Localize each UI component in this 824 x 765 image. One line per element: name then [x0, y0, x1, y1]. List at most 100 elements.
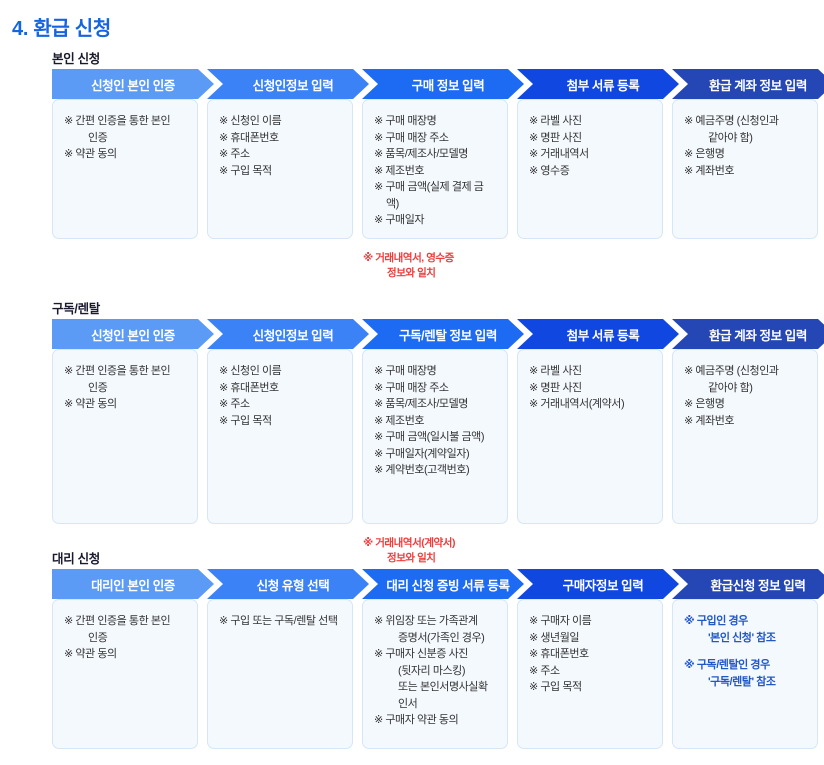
step-detail-item-text: ※ 간편 인증을 통한 본인	[64, 365, 171, 377]
step-detail-item-text: ※ 약관 동의	[64, 148, 117, 160]
step-detail-list: ※ 구매 매장명※ 구매 매장 주소※ 품목/제조사/모델명※ 제조번호※ 구매…	[374, 113, 496, 229]
step-detail-item: ※ 거래내역서	[529, 146, 651, 163]
step-detail-item-text: ※ 구매자 이름	[529, 615, 592, 627]
step-detail-item-text: ※ 주소	[219, 148, 250, 160]
step-detail-item: ※ 신청인 이름	[219, 113, 341, 130]
step-chevron-1[interactable]: 대리인 본인 인증	[52, 569, 214, 599]
step-detail-list: ※ 구매자 이름 ※ 생년월일※ 휴대폰번호 ※ 주소 ※ 구입 목적	[529, 613, 651, 696]
step-detail-item: ※ 주소	[529, 663, 651, 680]
step-chevron-4[interactable]: 구매자정보 입력	[517, 569, 679, 599]
step-detail-item-text: ※ 휴대폰번호	[219, 381, 279, 394]
step-chevron-label: 환급 계좌 정보 입력	[708, 78, 808, 93]
step-detail-item: ※ 구입 목적	[529, 679, 651, 696]
step-detail-item-subtext: 인증	[88, 131, 108, 144]
step-detail-item-text: ※ 라벨 사진	[529, 115, 582, 127]
step-detail-item: ※ 구매 금액(일시불 금액)	[374, 429, 496, 446]
step-chevron-3[interactable]: 구매 정보 입력	[362, 69, 524, 99]
step-detail-item-text: ※ 주소	[219, 398, 250, 410]
step-chevron-label: 신청인정보 입력	[252, 78, 334, 93]
step-detail-item: ※ 구매자 신분증 사진(뒷자리 마스킹) 또는 본인서명사실확인서	[374, 646, 496, 712]
step-detail-item-subtext: '구독/렌탈' 참조	[708, 675, 776, 688]
step-warning-note-subtext: 정보와 일치	[387, 267, 436, 279]
step-chevron-label: 대리인 본인 인증	[91, 578, 175, 593]
page-title: 4. 환급 신청	[12, 18, 111, 40]
step-chevron-1[interactable]: 신청인 본인 인증	[52, 69, 214, 99]
step-detail-item-text: ※ 신청인 이름	[219, 115, 282, 127]
step-detail-item-text: ※ 구입 또는 구독/렌탈 선택	[219, 615, 338, 627]
step-detail-item: ※ 거래내역서(계약서)	[529, 396, 651, 413]
step-detail-item: ※ 구입 목적	[219, 163, 341, 180]
step-chevron-5[interactable]: 환급 계좌 정보 입력	[672, 69, 824, 99]
step-detail-item: ※ 주소	[219, 146, 341, 163]
step-detail-item: ※ 영수증	[529, 163, 651, 180]
step-detail-item: ※ 구매 금액(실제 결제 금액)	[374, 179, 496, 212]
step-chevron-2[interactable]: 신청 유형 선택	[207, 569, 369, 599]
step-detail-item: ※ 라벨 사진	[529, 363, 651, 380]
step-detail-item: ※ 구입 목적	[219, 413, 341, 430]
step-detail-item: ※ 계좌번호	[684, 413, 806, 430]
step-detail-item-subtext: 같아야 함)	[708, 131, 753, 144]
step-chevron-2[interactable]: 신청인정보 입력	[207, 319, 369, 349]
step-chevron-row: 신청인 본인 인증 신청인정보 입력 구매 정보 입력 첨부 서류 등록 환급 계좌 정…	[52, 69, 818, 99]
step-detail-item: ※ 신청인 이름	[219, 363, 341, 380]
step-chevron-1[interactable]: 신청인 본인 인증	[52, 319, 214, 349]
step-detail-item-text: ※ 품목/제조사/모델명	[374, 148, 468, 160]
step-chevron-label: 구독/렌탈 정보 입력	[398, 328, 498, 343]
step-detail-item-text: ※ 주소	[529, 664, 560, 677]
step-detail-item-text: ※ 명판 사진	[529, 381, 582, 394]
step-detail-item-text: ※ 계좌번호	[684, 414, 735, 427]
step-detail-item-text: ※ 명판 사진	[529, 131, 582, 144]
step-detail-box-5: ※ 구입인 경우'본인 신청' 참조 ※ 구독/렌탈인 경우 '구독/렌탈' 참조	[672, 599, 818, 749]
step-detail-item: ※ 휴대폰번호	[219, 380, 341, 397]
step-chevron-5[interactable]: 환급 계좌 정보 입력	[672, 319, 824, 349]
step-detail-item: ※ 계좌번호	[684, 163, 806, 180]
step-detail-box-2: ※ 신청인 이름 ※ 휴대폰번호 ※ 주소 ※ 구입 목적	[207, 349, 353, 524]
step-detail-item: ※ 약관 동의	[64, 396, 186, 413]
step-chevron-4[interactable]: 첨부 서류 등록	[517, 69, 679, 99]
step-detail-item: ※ 명판 사진	[529, 130, 651, 147]
step-detail-list: ※ 라벨 사진 ※ 명판 사진 ※ 거래내역서※ 영수증	[529, 113, 651, 179]
step-detail-item-text: ※ 위임장 또는 가족관계	[374, 615, 478, 627]
step-detail-item-text: ※ 약관 동의	[64, 648, 117, 660]
step-chevron-label: 구매 정보 입력	[411, 78, 485, 93]
step-chevron-3[interactable]: 구독/렌탈 정보 입력	[362, 319, 524, 349]
step-detail-box-4: ※ 구매자 이름 ※ 생년월일※ 휴대폰번호 ※ 주소 ※ 구입 목적	[517, 599, 663, 749]
step-chevron-label: 환급 계좌 정보 입력	[708, 328, 808, 343]
step-detail-item-text: ※ 구독/렌탈인 경우	[684, 659, 770, 671]
step-detail-item-text: ※ 구매 금액(실제 결제 금액)	[374, 181, 484, 210]
step-chevron-2[interactable]: 신청인정보 입력	[207, 69, 369, 99]
step-chevron-4[interactable]: 첨부 서류 등록	[517, 319, 679, 349]
step-detail-item: ※ 품목/제조사/모델명	[374, 396, 496, 413]
step-chevron-label: 대리 신청 증빙 서류 등록	[386, 578, 510, 593]
step-detail-item: ※ 생년월일	[529, 630, 651, 647]
step-chevron-label: 신청인정보 입력	[252, 328, 334, 343]
step-detail-item-text: ※ 휴대폰번호	[529, 648, 589, 660]
step-detail-item-text: ※ 신청인 이름	[219, 365, 282, 377]
step-detail-list: ※ 구입인 경우'본인 신청' 참조 ※ 구독/렌탈인 경우 '구독/렌탈' 참조	[684, 613, 806, 690]
step-detail-item: ※ 구입인 경우'본인 신청' 참조	[684, 613, 806, 646]
step-detail-item: ※ 라벨 사진	[529, 113, 651, 130]
step-chevron-label: 첨부 서류 등록	[566, 328, 640, 343]
step-detail-item-text: ※ 제조번호	[374, 414, 425, 427]
step-detail-item-text: ※ 간편 인증을 통한 본인	[64, 115, 171, 127]
step-detail-item-text: ※ 구입 목적	[529, 681, 582, 693]
step-chevron-5[interactable]: 환급신청 정보 입력	[672, 569, 824, 599]
step-detail-box-4: ※ 라벨 사진※ 명판 사진 ※ 거래내역서(계약서)	[517, 349, 663, 524]
step-chevron-3[interactable]: 대리 신청 증빙 서류 등록	[362, 569, 524, 599]
step-detail-box-3: ※ 구매 매장명※ 구매 매장 주소※ 품목/제조사/모델명※ 제조번호※ 구매…	[362, 349, 508, 524]
step-detail-item-text: ※ 구매 매장명	[374, 115, 437, 127]
step-chevron-row: 신청인 본인 인증 신청인정보 입력 구독/렌탈 정보 입력 첨부 서류 등록 환급 계…	[52, 319, 818, 349]
step-detail-item-text: ※ 구매일자(계약일자)	[374, 447, 470, 460]
step-detail-list: ※ 구매 매장명※ 구매 매장 주소※ 품목/제조사/모델명※ 제조번호※ 구매…	[374, 363, 496, 479]
step-detail-list: ※ 구입 또는 구독/렌탈 선택	[219, 613, 341, 630]
step-detail-item: ※ 은행명	[684, 396, 806, 413]
step-detail-box-4: ※ 라벨 사진 ※ 명판 사진 ※ 거래내역서※ 영수증	[517, 99, 663, 239]
